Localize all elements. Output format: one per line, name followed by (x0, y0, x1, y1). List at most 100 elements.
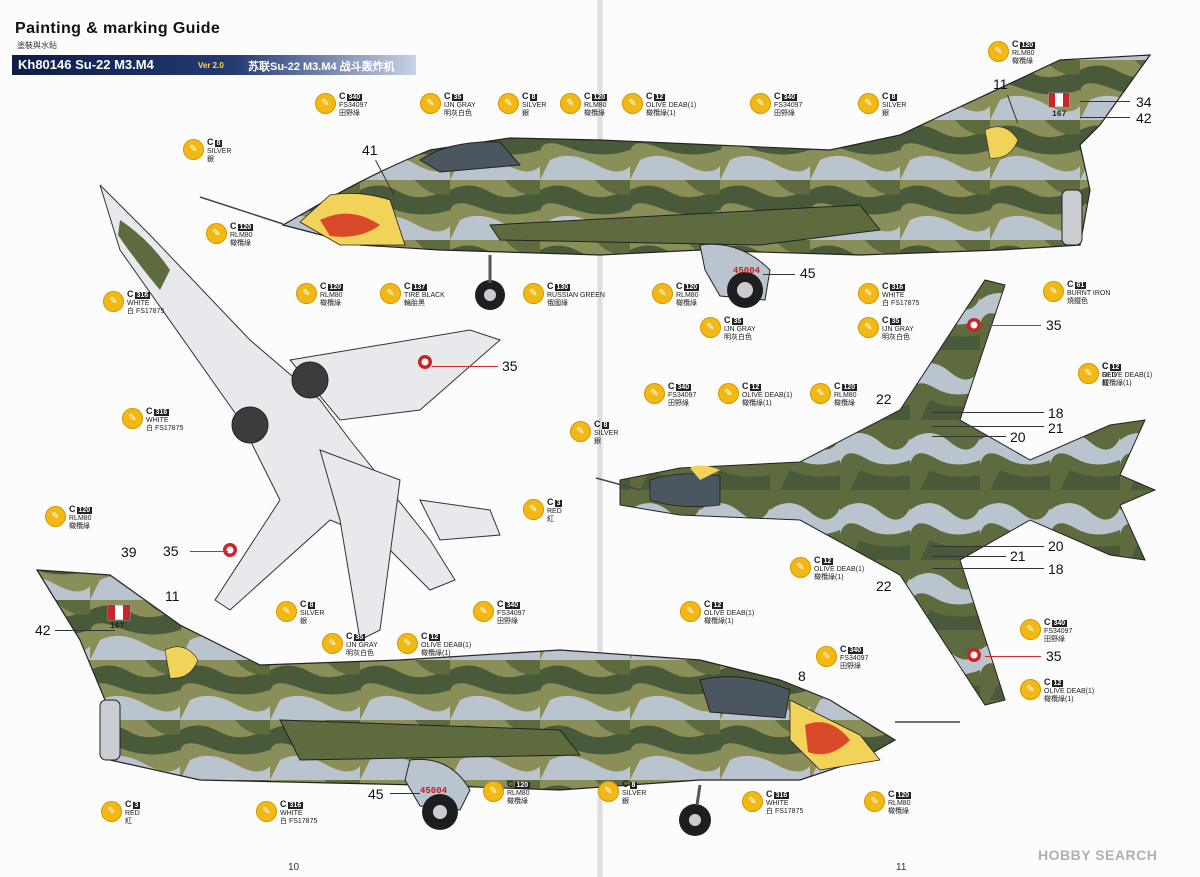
paint-brush-icon: ✎ (296, 283, 317, 304)
paint-name-cn: 橄欖綠 (584, 110, 605, 117)
paint-name: RUSSIAN GREEN (547, 292, 605, 299)
paint-code-prefix: C (594, 419, 601, 429)
paint-name-cn: 橄欖綠(1) (1044, 696, 1074, 703)
paint-name: FS34097 (774, 102, 803, 109)
paint-brush-icon: ✎ (988, 41, 1009, 62)
paint-name: FS34097 (668, 392, 697, 399)
paint-name-cn: 田野綠 (668, 400, 689, 407)
paint-code-prefix: C (1044, 677, 1051, 687)
tail-number-bottom: 167 (110, 622, 125, 631)
paint-code-number: 12 (1051, 680, 1064, 687)
paint-code-number: 130 (554, 284, 571, 291)
paint-code-prefix: C (507, 779, 514, 789)
paint-code-number: 120 (841, 384, 858, 391)
paint-brush-icon: ✎ (420, 93, 441, 114)
paint-name: RLM80 (888, 800, 911, 807)
paint-name-cn: 橄欖綠(1) (742, 400, 772, 407)
decal-number: 22 (876, 391, 892, 407)
decal-number: 35 (1046, 317, 1062, 333)
paint-name-cn: 橄欖綠 (230, 240, 251, 247)
decal-number: 18 (1048, 405, 1064, 421)
kit-code: Kh80146 Su-22 M3.M4 (18, 57, 154, 72)
paint-name: SILVER (882, 102, 907, 109)
paint-code-prefix: C (814, 555, 821, 565)
paint-name-cn: 銀 (207, 156, 214, 163)
kit-version: Ver 2.0 (198, 61, 224, 70)
paint-brush-icon: ✎ (560, 93, 581, 114)
paint-name-cn: 田野綠 (840, 663, 861, 670)
paint-code-number: 8 (307, 602, 316, 609)
paint-code-number: 340 (781, 94, 798, 101)
paint-brush-icon: ✎ (473, 601, 494, 622)
paint-name: FS34097 (840, 655, 869, 662)
paint-code-number: 8 (889, 94, 898, 101)
paint-name: OLIVE DEAB(1) (421, 642, 472, 649)
paint-code-prefix: C (547, 281, 554, 291)
paint-brush-icon: ✎ (101, 801, 122, 822)
paint-code-prefix: C (522, 91, 529, 101)
paint-name: RLM80 (69, 515, 92, 522)
paint-name-cn: 白 FS17875 (766, 808, 804, 815)
paint-brush-icon: ✎ (750, 93, 771, 114)
decal-number: 42 (35, 622, 51, 638)
paint-brush-icon: ✎ (483, 781, 504, 802)
paint-code-number: 35 (731, 318, 744, 325)
paint-code-number: 316 (287, 802, 304, 809)
paint-name-cn: 明灰白色 (346, 650, 374, 657)
paint-brush-icon: ✎ (397, 633, 418, 654)
paint-brush-icon: ✎ (1043, 281, 1064, 302)
paint-code-prefix: C (127, 289, 134, 299)
paint-name: RED (547, 508, 562, 515)
paint-code-number: 120 (683, 284, 700, 291)
paint-name-cn: 俄國綠 (547, 300, 568, 307)
paint-name: WHITE (127, 300, 150, 307)
paint-brush-icon: ✎ (652, 283, 673, 304)
paint-brush-icon: ✎ (864, 791, 885, 812)
paint-name-cn: 銀 (622, 798, 629, 805)
decal-number: 34 (1136, 94, 1152, 110)
decal-number: 39 (121, 544, 137, 560)
paint-code-prefix: C (882, 281, 889, 291)
paint-brush-icon: ✎ (276, 601, 297, 622)
paint-name: OLIVE DEAB(1) (646, 102, 697, 109)
paint-name-cn: 輪胎黑 (404, 300, 425, 307)
paint-code-number: 12 (711, 602, 724, 609)
paint-name: RLM80 (834, 392, 857, 399)
decal-number: 42 (1136, 110, 1152, 126)
paint-code-number: 12 (1109, 364, 1122, 371)
paint-brush-icon: ✎ (790, 557, 811, 578)
kit-title-cn: 苏联Su-22 M3.M4 战斗轰炸机 (248, 61, 395, 73)
